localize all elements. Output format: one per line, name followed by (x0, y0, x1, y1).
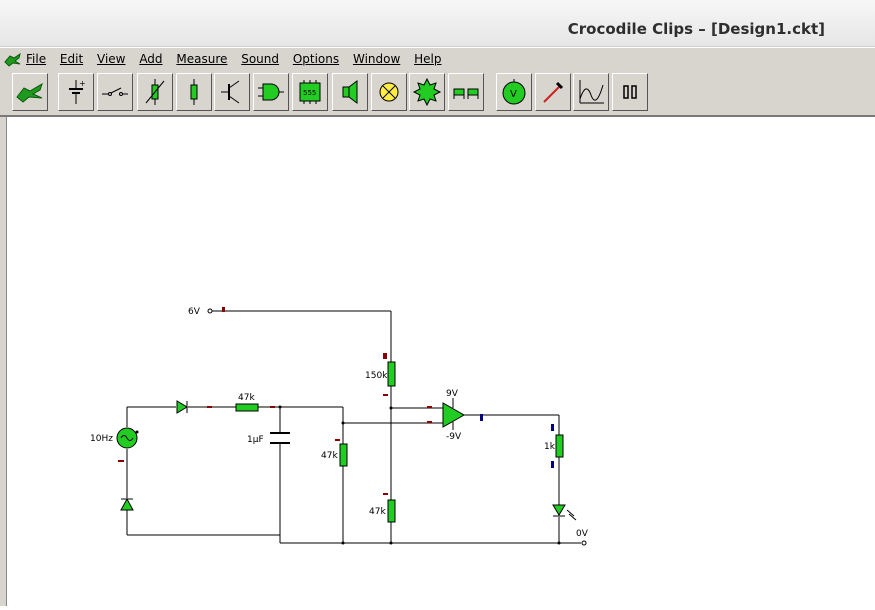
voltmeter-label: V (510, 89, 517, 100)
connector-button[interactable] (448, 73, 484, 111)
lamp-icon (379, 82, 399, 102)
probe-icon (543, 81, 564, 103)
toolbar: + 555 (0, 70, 875, 117)
r3-label: 150k (365, 371, 388, 381)
crocodile-icon (4, 52, 21, 67)
menu-items: File Edit View Add Measure Sound Options… (26, 52, 451, 66)
menu-help[interactable]: Help (414, 52, 442, 66)
pause-icon (623, 85, 637, 99)
pause-button[interactable] (612, 73, 648, 111)
title-bar: Crocodile Clips – [Design1.ckt] (0, 0, 875, 47)
variable-resistor-button[interactable] (137, 73, 173, 111)
transistor-icon (221, 80, 240, 104)
voltmeter-button[interactable]: V (496, 73, 532, 111)
menu-edit[interactable]: Edit (59, 52, 84, 66)
r2-label: 47k (321, 451, 338, 461)
junction-dots (278, 405, 561, 545)
power-supply-button[interactable]: + (58, 73, 94, 111)
r5-label: 1k (544, 442, 556, 452)
r1-label: 47k (238, 393, 255, 403)
gear-icon (412, 77, 442, 107)
supply-label: 6V (188, 307, 201, 317)
chip-555-icon: 555 (299, 80, 321, 104)
r4-label: 47k (369, 507, 386, 517)
circuit-diagram: 6V 10Hz 47k 1µF 47k 150k 47k 9V -9V 1k 0… (90, 307, 589, 546)
crocodile-icon (16, 82, 43, 103)
circuit-canvas[interactable]: 6V 10Hz 47k 1µF 47k 150k 47k 9V -9V 1k 0… (7, 117, 875, 606)
graph-icon (579, 80, 604, 104)
probe-button[interactable] (535, 73, 571, 111)
resistor-icon (190, 79, 198, 105)
opamp-negative-label: -9V (446, 432, 462, 442)
transistor-button[interactable] (214, 73, 250, 111)
supply-pin (222, 307, 225, 312)
voltmeter-icon: V (502, 79, 526, 105)
gear-button[interactable] (409, 73, 445, 111)
led[interactable] (552, 504, 566, 516)
logic-gate-button[interactable] (253, 73, 289, 111)
window-title: Crocodile Clips – [Design1.ckt] (567, 20, 825, 38)
menu-window[interactable]: Window (352, 52, 401, 66)
resistor-r3[interactable] (387, 361, 396, 387)
variable-resistor-icon (145, 79, 165, 105)
switch-button[interactable] (97, 73, 133, 111)
lamp-button[interactable] (371, 73, 407, 111)
opamp-positive-label: 9V (446, 389, 459, 399)
diode-upper[interactable] (176, 400, 188, 414)
resistor-r4[interactable] (387, 499, 396, 523)
menu-file[interactable]: File (26, 52, 47, 66)
switch-icon (102, 87, 128, 96)
connector-icon (453, 88, 479, 99)
chip-555-label: 555 (303, 89, 316, 97)
svg-text:+: + (79, 79, 86, 88)
diode-lower[interactable] (120, 497, 134, 511)
sine-icon (120, 435, 134, 441)
speaker-icon (342, 80, 358, 104)
ic-555-button[interactable]: 555 (292, 73, 328, 111)
ground-label: 0V (576, 529, 589, 539)
op-amp[interactable] (442, 402, 466, 428)
source-pin (118, 460, 124, 462)
and-gate-icon (258, 83, 284, 101)
wires (126, 310, 581, 544)
menu-sound[interactable]: Sound (241, 52, 279, 66)
source-label: 10Hz (90, 434, 113, 444)
supply-terminal[interactable] (207, 308, 213, 314)
croc-logo-button[interactable] (12, 73, 48, 111)
graph-button[interactable] (573, 73, 609, 111)
resistor-r1[interactable] (235, 403, 259, 412)
menu-bar: File Edit View Add Measure Sound Options… (0, 48, 875, 70)
ground-terminal[interactable] (581, 540, 587, 546)
menu-add[interactable]: Add (139, 52, 163, 66)
resistor-button[interactable] (176, 73, 212, 111)
menu-view[interactable]: View (97, 52, 126, 66)
resistor-r2[interactable] (339, 443, 348, 467)
resistor-r5[interactable] (555, 434, 564, 458)
menu-options[interactable]: Options (292, 52, 340, 66)
c1-label: 1µF (247, 435, 264, 445)
speaker-button[interactable] (332, 73, 368, 111)
left-panel-edge (0, 117, 7, 606)
menu-measure[interactable]: Measure (176, 52, 228, 66)
battery-icon: + (69, 79, 86, 104)
